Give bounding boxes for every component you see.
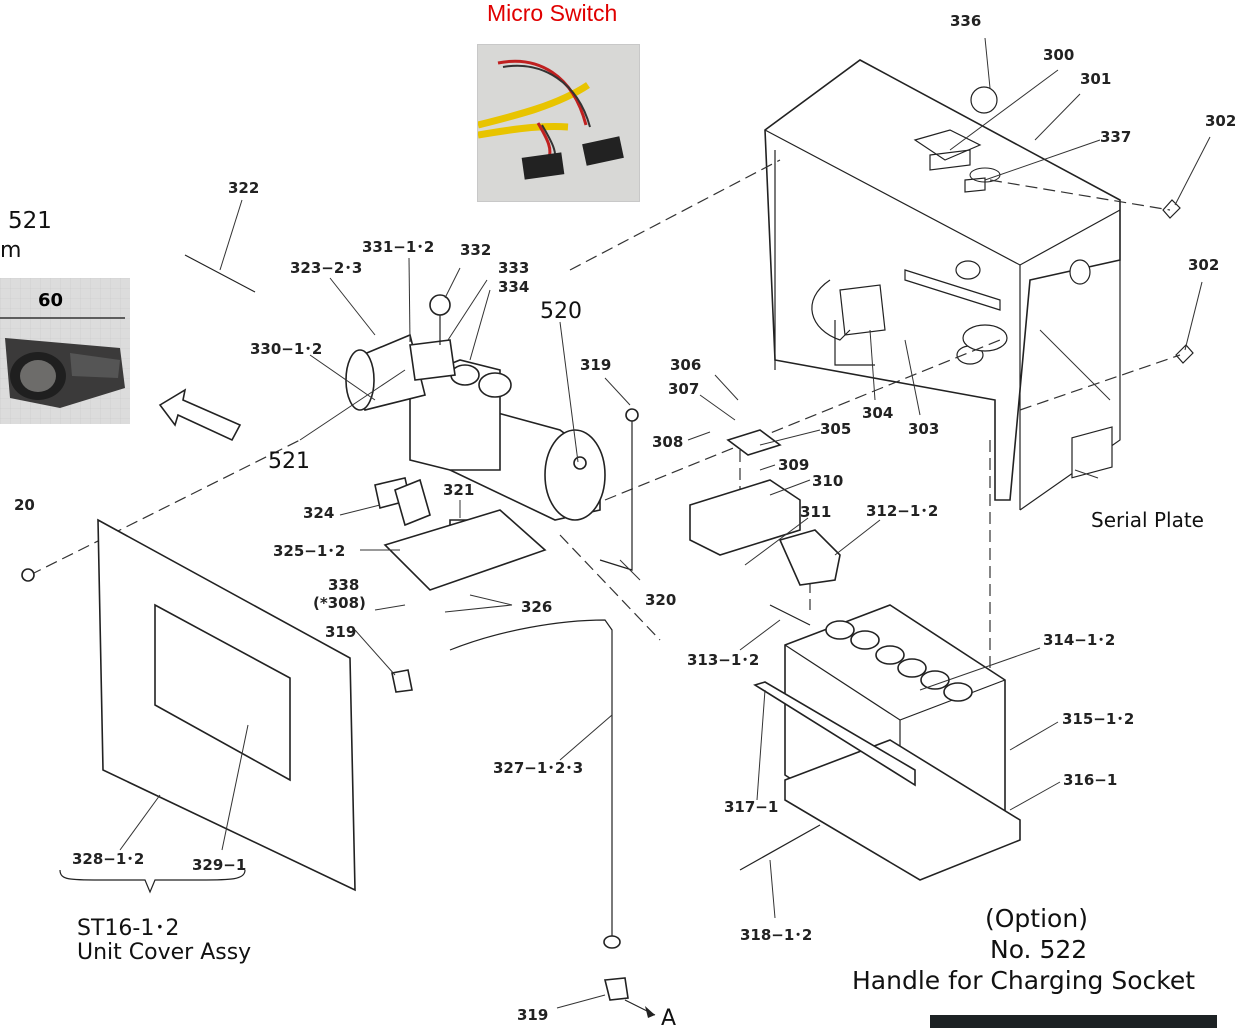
label-319-top: 319	[580, 356, 611, 374]
label-338: 338	[328, 576, 359, 594]
charging-socket-photo	[930, 1015, 1217, 1028]
unit-cover-name: Unit Cover Assy	[77, 940, 252, 965]
option-label: (Option)	[985, 904, 1088, 933]
power-unit-motor	[345, 294, 606, 521]
label-307: 307	[668, 380, 699, 398]
micro-switch-photo	[477, 44, 640, 202]
label-328: 328−1･2	[72, 850, 144, 868]
label-323: 323−2･3	[290, 259, 362, 277]
label-306: 306	[670, 356, 701, 374]
left-callout-number: 521	[8, 208, 52, 234]
label-325: 325−1･2	[273, 542, 345, 560]
tie-wrap-322	[184, 254, 256, 293]
label-arrow-a: A	[661, 1006, 676, 1028]
part-521-photo	[0, 278, 130, 424]
label-312: 312−1･2	[866, 502, 938, 520]
label-305: 305	[820, 420, 851, 438]
cover-brace	[59, 869, 246, 894]
label-310: 310	[812, 472, 843, 490]
label-316: 316−1	[1063, 771, 1117, 789]
label-319-bottom: 319	[517, 1006, 548, 1024]
label-315: 315−1･2	[1062, 710, 1134, 728]
label-302-bottom: 302	[1188, 256, 1219, 274]
bracket-305	[726, 429, 782, 456]
micro-switch-title: Micro Switch	[487, 0, 618, 26]
assembly-line-5	[1019, 354, 1181, 411]
option-description: Handle for Charging Socket	[852, 966, 1196, 995]
label-338-note: (*308)	[313, 594, 366, 612]
serial-plate-label: Serial Plate	[1091, 508, 1204, 532]
fitting-319-bottom	[603, 977, 629, 1001]
label-337: 337	[1100, 128, 1131, 146]
label-322: 322	[228, 179, 259, 197]
label-311: 311	[800, 503, 831, 521]
label-336: 336	[950, 12, 981, 30]
cover-312	[778, 529, 841, 586]
label-330: 330−1･2	[250, 340, 322, 358]
label-300: 300	[1043, 46, 1074, 64]
cable-313	[769, 604, 811, 626]
label-333: 333	[498, 259, 529, 277]
pipe-end	[603, 935, 621, 949]
label-327: 327−1･2･3	[493, 759, 583, 777]
label-521: 521	[268, 449, 310, 474]
label-326: 326	[521, 598, 552, 616]
label-321: 321	[443, 481, 474, 499]
label-334: 334	[498, 278, 529, 296]
label-304: 304	[862, 404, 893, 422]
assembly-line-4	[989, 179, 1171, 211]
battery-cover-box	[764, 59, 1121, 511]
label-319-left: 319	[325, 623, 356, 641]
label-301: 301	[1080, 70, 1111, 88]
arrow-a-head	[645, 1006, 655, 1018]
switch-309-310	[689, 479, 801, 556]
label-308: 308	[652, 433, 683, 451]
label-313: 313−1･2	[687, 651, 759, 669]
leader-lines	[119, 37, 1211, 1009]
window-329	[154, 603, 291, 782]
fitting-319-top	[625, 408, 639, 422]
label-329: 329−1	[192, 856, 246, 874]
part-number-labels: 336 300 301 337 302 302 322 331−1･2 332 …	[14, 12, 1236, 1028]
label-320: 320	[645, 591, 676, 609]
assembly-line-2	[29, 439, 301, 576]
label-20: 20	[14, 496, 35, 514]
label-331: 331−1･2	[362, 238, 434, 256]
option-number: No. 522	[990, 935, 1088, 964]
unit-cover-code: ST16-1･2	[77, 916, 180, 941]
label-520: 520	[540, 299, 582, 324]
label-302-top: 302	[1205, 112, 1236, 130]
hollow-arrow	[158, 388, 242, 442]
strap-317	[753, 681, 916, 787]
label-303: 303	[908, 420, 939, 438]
label-332: 332	[460, 241, 491, 259]
label-317: 317−1	[724, 798, 778, 816]
tray-316	[784, 739, 1021, 881]
pipe-327	[449, 619, 613, 940]
assembly-line-7	[559, 534, 661, 641]
screw-20	[21, 568, 35, 582]
left-callout-unit: m	[0, 238, 22, 263]
dimension-60: 60	[38, 290, 64, 311]
solenoid-324	[374, 477, 471, 536]
rod-318	[739, 824, 821, 871]
screw-302	[1162, 199, 1194, 364]
assembly-line-1	[569, 159, 781, 271]
label-324: 324	[303, 504, 334, 522]
fitting-319-left	[391, 669, 413, 693]
label-318: 318−1･2	[740, 926, 812, 944]
pipe-320	[599, 410, 633, 571]
label-314: 314−1･2	[1043, 631, 1115, 649]
label-309: 309	[778, 456, 809, 474]
bracket-325	[383, 509, 547, 591]
